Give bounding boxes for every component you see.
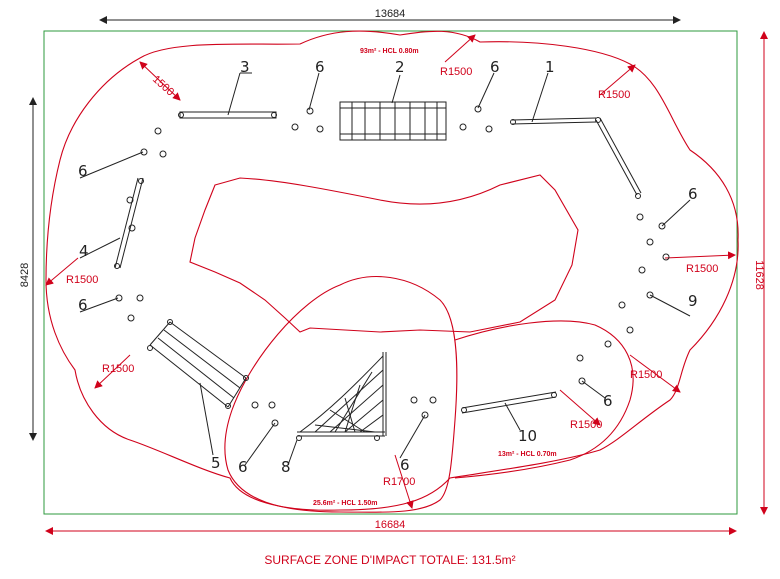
equipment-2-bridge: [339, 101, 447, 141]
zone-label-bottom-center: 25.6m² - HCL 1.50m: [313, 500, 377, 507]
radius-label: R1500: [570, 419, 602, 431]
callout-6: 6: [603, 392, 613, 410]
equipment-8-net: [296, 352, 387, 441]
total-impact-surface-caption: SURFACE ZONE D'IMPACT TOTALE: 131.5m²: [264, 553, 516, 567]
radius-leader-bottom-center: [394, 454, 414, 509]
radius-leader-top: [444, 34, 476, 63]
equipment-3-beam: [178, 111, 277, 119]
zone-label-bottom-right: 13m² - HCL 0.70m: [498, 451, 557, 458]
callout-8: 8: [281, 458, 291, 476]
callout-6: 6: [78, 162, 88, 180]
radius-leader-left-low: [94, 354, 131, 389]
callout-6: 6: [78, 296, 88, 314]
offset-leader-top-left: [139, 61, 181, 101]
callout-6: 6: [400, 456, 410, 474]
radius-leader-bottom-right: [559, 389, 601, 426]
radius-leader-top-right: [599, 64, 636, 96]
callout-10: 10: [518, 427, 537, 445]
radius-leader-right-low: [629, 354, 681, 393]
dim-bottom-width: 16684: [375, 519, 406, 531]
equipment-5-ladder: [147, 319, 249, 409]
callout-5: 5: [211, 454, 221, 472]
dim-left-height: 8428: [19, 263, 31, 287]
dim-right-height: 11628: [753, 260, 765, 290]
dim-top-width: 13684: [375, 8, 406, 20]
impact-zone-bottom-center: [224, 276, 458, 513]
zone-label-top: 93m² - HCL 0.80m: [360, 48, 419, 55]
radius-label: R1500: [102, 363, 134, 375]
radius-label: R1500: [440, 66, 472, 78]
radius-label: R1500: [686, 263, 718, 275]
callout-6: 6: [688, 185, 698, 203]
callout-6: 6: [315, 58, 325, 76]
offset-label: 1500: [150, 73, 176, 98]
callout-2: 2: [395, 58, 405, 76]
impact-zone-outline-inner: [189, 174, 579, 333]
callout-6: 6: [238, 458, 248, 476]
equipment-4-beam: [114, 177, 144, 269]
radius-label: R1700: [383, 476, 415, 488]
callout-6: 6: [490, 58, 500, 76]
callout-4: 4: [79, 242, 89, 260]
radius-leader-right-mid: [664, 251, 736, 260]
impact-zone-bottom-right: [454, 320, 634, 479]
stepping-stones: [115, 105, 670, 427]
equipment-10-beam: [461, 391, 557, 414]
site-boundary-frame: [43, 30, 738, 515]
callout-leaders: [79, 72, 691, 466]
callout-3: 3: [240, 58, 250, 76]
radius-label: R1500: [66, 274, 98, 286]
callout-9: 9: [688, 292, 698, 310]
radius-label: R1500: [630, 369, 662, 381]
radius-label: R1500: [598, 89, 630, 101]
callout-1: 1: [545, 58, 555, 76]
equipment-1-beam: [510, 117, 642, 199]
radius-leader-left-mid: [45, 257, 79, 286]
